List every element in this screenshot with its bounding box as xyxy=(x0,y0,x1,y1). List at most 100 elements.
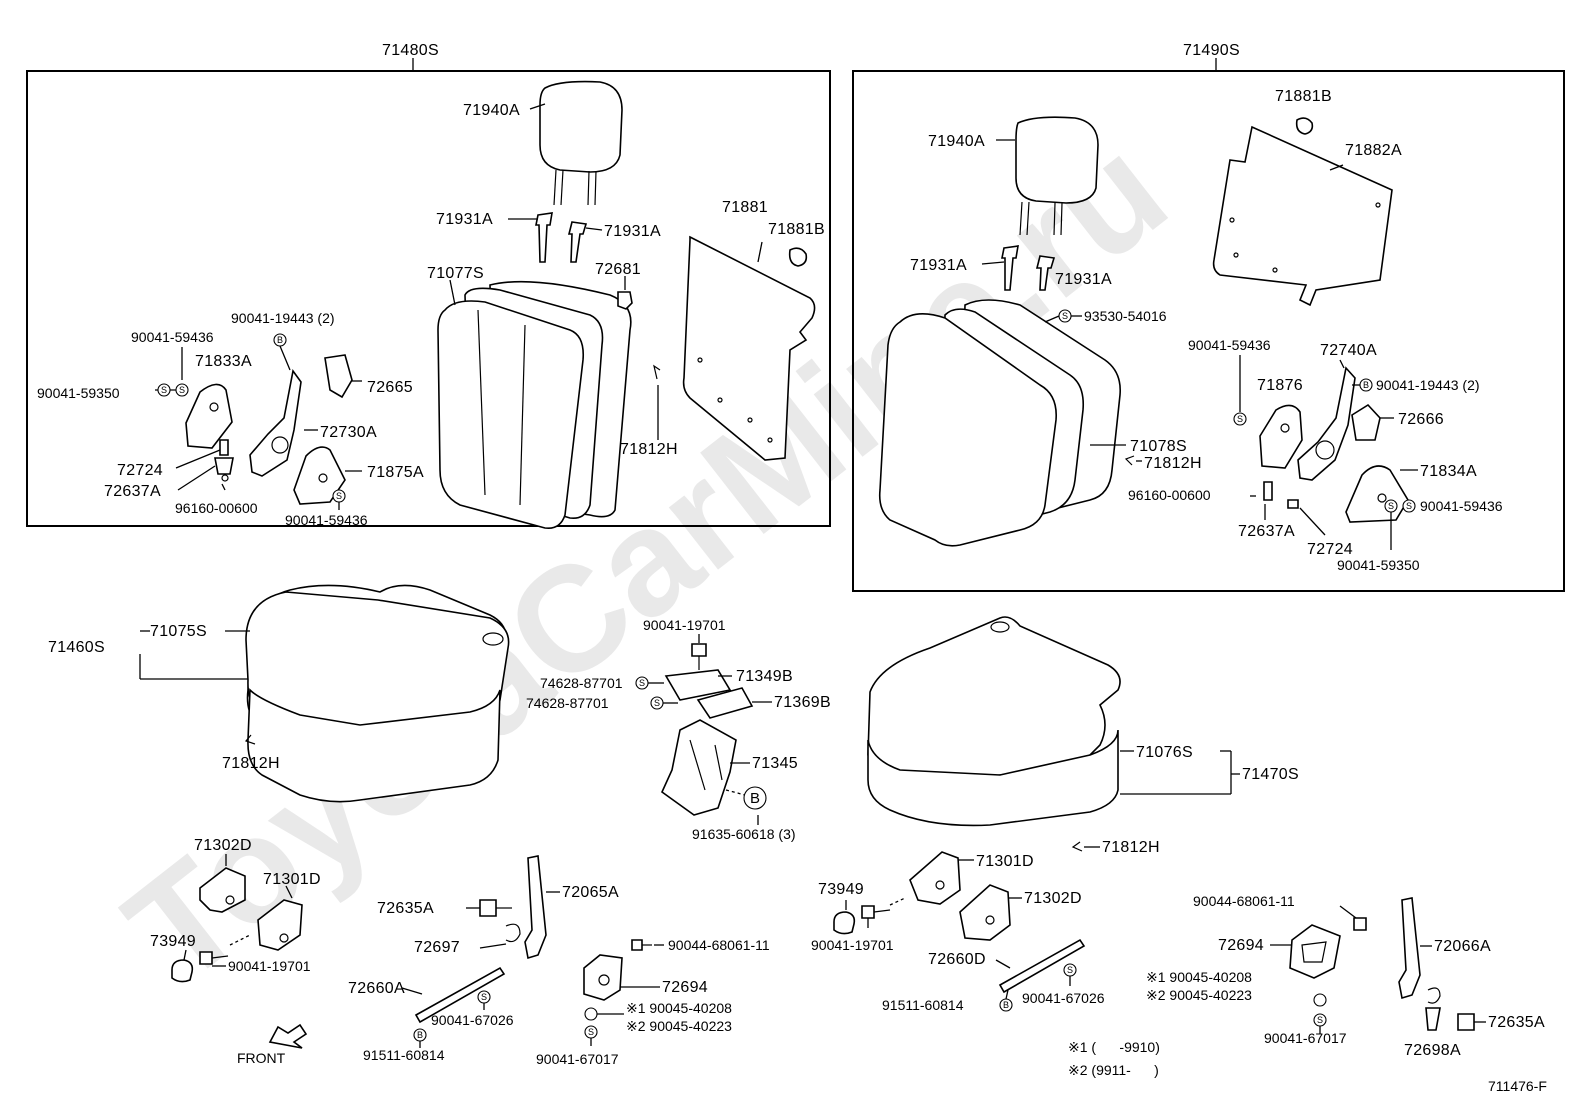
label-90041-19701-left[interactable]: 90041-19701 xyxy=(228,958,311,974)
label-72635a-right[interactable]: 72635A xyxy=(1488,1014,1545,1031)
svg-text:S: S xyxy=(336,491,342,501)
label-71345[interactable]: 71345 xyxy=(752,755,798,772)
label-71940a-right[interactable]: 71940A xyxy=(928,133,985,150)
label-note2-left[interactable]: ※2 90045-40223 xyxy=(626,1018,732,1034)
label-96160-left[interactable]: 96160-00600 xyxy=(175,500,258,516)
svg-text:S: S xyxy=(179,385,185,395)
label-71931a-left-a[interactable]: 71931A xyxy=(436,211,493,228)
label-90041-59436-left-bot[interactable]: 90041-59436 xyxy=(285,512,368,528)
label-71349b[interactable]: 71349B xyxy=(736,668,793,685)
label-90041-19443-right[interactable]: 90041-19443 (2) xyxy=(1376,377,1480,393)
label-90041-19701-right[interactable]: 90041-19701 xyxy=(811,937,894,953)
label-71881[interactable]: 71881 xyxy=(722,199,768,216)
label-90041-67026-left[interactable]: 90041-67026 xyxy=(431,1012,514,1028)
label-72698a[interactable]: 72698A xyxy=(1404,1042,1461,1059)
label-note1-right[interactable]: ※1 90045-40208 xyxy=(1146,969,1252,985)
label-71940a-left[interactable]: 71940A xyxy=(463,102,520,119)
label-72066a[interactable]: 72066A xyxy=(1434,938,1491,955)
label-72635a-left[interactable]: 72635A xyxy=(377,900,434,917)
label-71834a[interactable]: 71834A xyxy=(1420,463,1477,480)
label-72724-right[interactable]: 72724 xyxy=(1307,541,1353,558)
label-72694-right[interactable]: 72694 xyxy=(1218,937,1264,954)
label-74628-a[interactable]: 74628-87701 xyxy=(540,675,623,691)
ref-circle-b xyxy=(743,786,767,810)
label-71302d-left[interactable]: 71302D xyxy=(194,837,252,854)
label-71812h-cushion-right[interactable]: 71812H xyxy=(1102,839,1160,856)
label-72694-left[interactable]: 72694 xyxy=(662,979,708,996)
label-71931a-right-a[interactable]: 71931A xyxy=(910,257,967,274)
label-71812h-cushion-left[interactable]: 71812H xyxy=(222,755,280,772)
label-71302d-right[interactable]: 71302D xyxy=(1024,890,1082,907)
label-71076s[interactable]: 71076S xyxy=(1136,744,1193,761)
label-71077s[interactable]: 71077S xyxy=(427,265,484,282)
seat-cushion-right xyxy=(867,616,1121,827)
label-72740a[interactable]: 72740A xyxy=(1320,342,1377,359)
label-72681[interactable]: 72681 xyxy=(595,261,641,278)
label-72697[interactable]: 72697 xyxy=(414,939,460,956)
label-90041-67017-right[interactable]: 90041-67017 xyxy=(1264,1030,1347,1046)
label-71075s[interactable]: 71075S xyxy=(150,623,207,640)
label-90041-67026-right[interactable]: 90041-67026 xyxy=(1022,990,1105,1006)
label-note2-right[interactable]: ※2 90045-40223 xyxy=(1146,987,1252,1003)
bolt-90041-19701-right xyxy=(861,905,891,919)
bolt-72635a-left xyxy=(479,899,512,917)
label-71812h-left-back[interactable]: 71812H xyxy=(620,441,678,458)
group-label-left-back[interactable]: 71480S xyxy=(382,42,439,59)
label-72666[interactable]: 72666 xyxy=(1398,411,1444,428)
label-72065a[interactable]: 72065A xyxy=(562,884,619,901)
label-71301d-right[interactable]: 71301D xyxy=(976,853,1034,870)
label-90041-67017-left[interactable]: 90041-67017 xyxy=(536,1051,619,1067)
label-73949-left[interactable]: 73949 xyxy=(150,933,196,950)
bolt-90041-19701-left xyxy=(199,951,229,965)
label-90041-19443-left[interactable]: 90041-19443 (2) xyxy=(231,310,335,326)
right-seatback-group-frame xyxy=(852,70,1565,592)
label-90041-59350-left[interactable]: 90041-59350 xyxy=(37,385,120,401)
label-72724-left[interactable]: 72724 xyxy=(117,462,163,479)
label-91511-right[interactable]: 91511-60814 xyxy=(882,997,964,1013)
label-90041-59350-right[interactable]: 90041-59350 xyxy=(1337,557,1420,573)
label-71881b-right[interactable]: 71881B xyxy=(1275,88,1332,105)
label-90041-59436-left-top[interactable]: 90041-59436 xyxy=(131,329,214,345)
label-71833a[interactable]: 71833A xyxy=(195,353,252,370)
label-71301d-left[interactable]: 71301D xyxy=(263,871,321,888)
label-71812h-right-back[interactable]: 71812H xyxy=(1144,455,1202,472)
label-72637a-right[interactable]: 72637A xyxy=(1238,523,1295,540)
label-90041-59436-right-b[interactable]: 90041-59436 xyxy=(1420,498,1503,514)
label-71882a[interactable]: 71882A xyxy=(1345,142,1402,159)
seatback-cover-left xyxy=(437,280,632,530)
label-72730a[interactable]: 72730A xyxy=(320,424,377,441)
label-91635[interactable]: 91635-60618 (3) xyxy=(692,826,796,842)
svg-text:S: S xyxy=(1388,501,1394,511)
label-71931a-right-b[interactable]: 71931A xyxy=(1055,271,1112,288)
group-label-right-cushion[interactable]: 71470S xyxy=(1242,766,1299,783)
label-72660d[interactable]: 72660D xyxy=(928,951,986,968)
label-71078s[interactable]: 71078S xyxy=(1130,438,1187,455)
label-72637a-left[interactable]: 72637A xyxy=(104,483,161,500)
label-90044-right[interactable]: 90044-68061-11 xyxy=(1193,893,1295,909)
group-label-left-cushion[interactable]: 71460S xyxy=(48,639,105,656)
label-90041-19701-center[interactable]: 90041-19701 xyxy=(643,617,726,633)
recliner-72730a xyxy=(249,369,302,477)
label-72660a[interactable]: 72660A xyxy=(348,980,405,997)
label-note1-left[interactable]: ※1 90045-40208 xyxy=(626,1000,732,1016)
label-93530-54016[interactable]: 93530-54016 xyxy=(1084,308,1167,324)
label-96160-right[interactable]: 96160-00600 xyxy=(1128,487,1211,503)
label-72665[interactable]: 72665 xyxy=(367,379,413,396)
clip-71881b-left xyxy=(788,247,808,267)
group-label-right-back[interactable]: 71490S xyxy=(1183,42,1240,59)
label-front[interactable]: FRONT xyxy=(237,1050,286,1066)
label-71931a-left-b[interactable]: 71931A xyxy=(604,223,661,240)
label-71881b-left[interactable]: 71881B xyxy=(768,221,825,238)
label-90041-59436-right[interactable]: 90041-59436 xyxy=(1188,337,1271,353)
label-71875a[interactable]: 71875A xyxy=(367,464,424,481)
label-90044-left[interactable]: 90044-68061-11 xyxy=(668,937,770,953)
label-74628-b[interactable]: 74628-87701 xyxy=(526,695,609,711)
label-73949-right[interactable]: 73949 xyxy=(818,881,864,898)
label-91511-left[interactable]: 91511-60814 xyxy=(363,1047,445,1063)
label-71876[interactable]: 71876 xyxy=(1257,377,1303,394)
headrest-supports-left xyxy=(535,212,588,263)
svg-text:S: S xyxy=(1067,965,1073,975)
label-71369b[interactable]: 71369B xyxy=(774,694,831,711)
svg-text:S: S xyxy=(1237,414,1243,424)
